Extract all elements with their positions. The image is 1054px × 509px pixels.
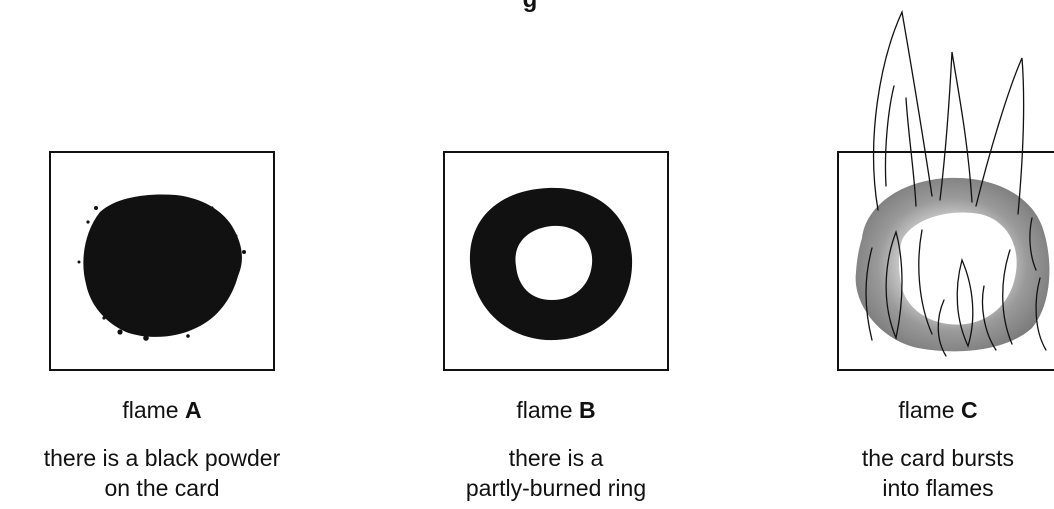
flame-c-label: flame C [826,395,1050,425]
flame-a-label: flame A [0,395,324,425]
flame-b-observation-line-2: partly-burned ring [396,473,716,503]
card-b [444,152,668,370]
flame-a-observation: there is a black powder on the card [0,443,324,503]
flame-b-word: flame [516,397,572,423]
flame-a-word: flame [122,397,178,423]
flame-c-observation: the card bursts into flames [826,443,1050,503]
flame-c-observation-line-1: the card bursts [826,443,1050,473]
flame-b-observation-line-1: there is a [396,443,716,473]
flame-c-word: flame [898,397,954,423]
flame-b-label: flame B [396,395,716,425]
flame-b-letter: B [579,397,596,423]
flame-c-letter: C [961,397,978,423]
flame-b-observation: there is a partly-burned ring [396,443,716,503]
card-c [838,12,1054,370]
flame-a-observation-line-2: on the card [0,473,324,503]
flame-a-observation-line-1: there is a black powder [0,443,324,473]
flame-c-observation-line-2: into flames [826,473,1050,503]
flame-a-letter: A [185,397,202,423]
card-a [50,152,274,370]
